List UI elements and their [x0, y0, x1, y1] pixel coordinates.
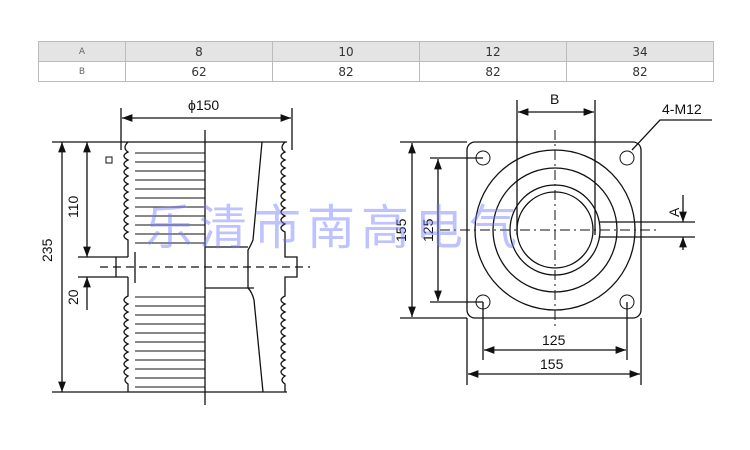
side-view: ϕ150 235 110 20 [39, 97, 310, 405]
outer-h-label: 155 [540, 356, 564, 372]
cell: 12 [419, 41, 567, 62]
watermark: 乐清市南高电气 [145, 200, 524, 256]
shaft-label: 20 [65, 289, 81, 305]
upper-label: 110 [65, 195, 81, 218]
inner-h-label: 125 [542, 332, 566, 348]
cell: 82 [272, 61, 420, 82]
diameter-label: ϕ150 [188, 97, 219, 113]
inner-v-label: 125 [420, 218, 436, 242]
cell: 62 [125, 61, 273, 82]
b-label: B [550, 91, 559, 107]
thread-label: 4-M12 [662, 101, 702, 117]
row-label: A [38, 41, 126, 62]
cell: 82 [566, 61, 714, 82]
cell: 8 [125, 41, 273, 62]
height-label: 235 [39, 238, 55, 262]
cell: 82 [419, 61, 567, 82]
top-view: B 4-M12 A 155 125 125 155 [393, 91, 712, 385]
cell: 34 [566, 41, 714, 62]
outer-v-label: 155 [393, 218, 409, 242]
a-label: A [666, 207, 682, 217]
